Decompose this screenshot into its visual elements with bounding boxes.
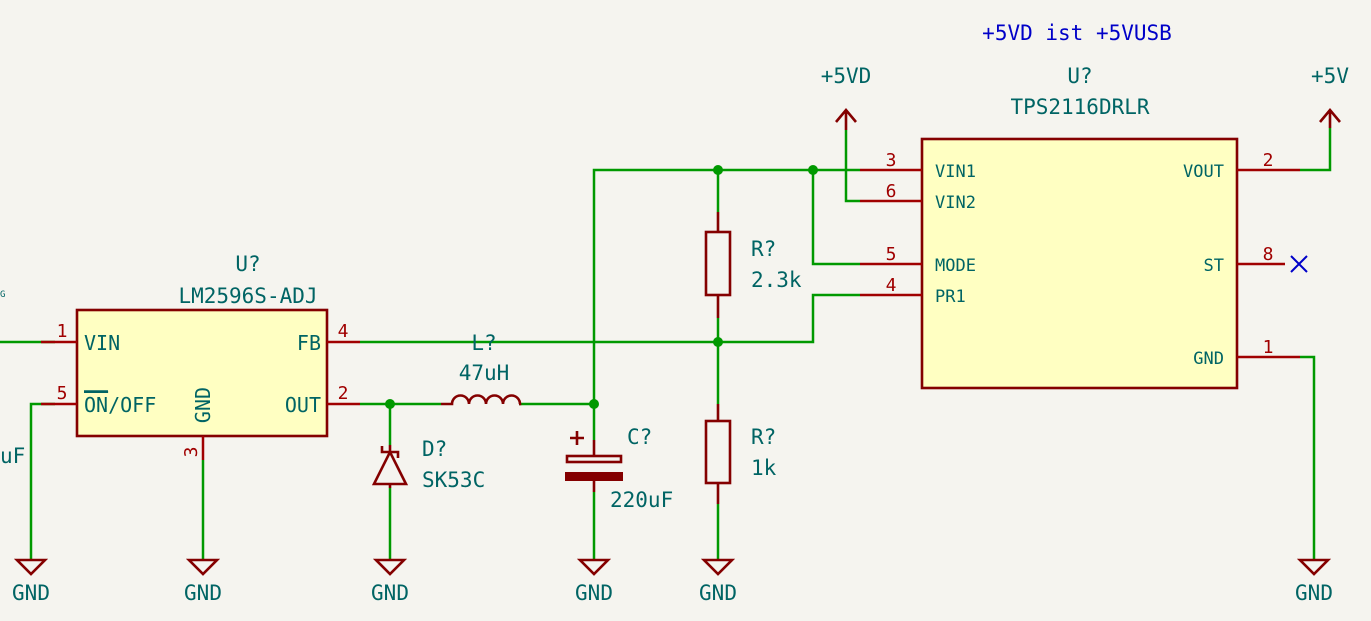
gnd-symbol-5[interactable]: GND (699, 558, 737, 605)
diode-symbol[interactable]: D? SK53C (371, 437, 485, 492)
ground-icon (576, 558, 612, 576)
diode-value: SK53C (422, 468, 485, 492)
tps2116-pin-mode-name: MODE (935, 256, 976, 276)
gnd-symbol-1[interactable]: GND (12, 558, 50, 605)
capacitor-plate-negative (565, 472, 623, 481)
lm2596-pin-out-number: 2 (338, 383, 349, 404)
lm2596-pin-vin-name: VIN (84, 331, 120, 355)
gnd-symbol-4[interactable]: GND (575, 558, 613, 605)
diode-ref: D? (422, 437, 447, 461)
tps2116-pin-gnd-name: GND (1193, 349, 1224, 369)
diode-cathode-bar (380, 446, 400, 458)
gnd-symbol-2[interactable]: GND (184, 558, 222, 605)
power-5vd-symbol[interactable]: +5VD (821, 64, 872, 130)
gnd-label: GND (575, 581, 613, 605)
tps2116-pin-vin2-number: 6 (886, 181, 897, 202)
edge-tiny-label: G (0, 290, 5, 300)
wires (0, 128, 1332, 560)
gnd-label: GND (184, 581, 222, 605)
tps2116-pin-vout-name: VOUT (1183, 162, 1224, 182)
tps2116-pin-vin2-name: VIN2 (935, 193, 976, 213)
resistor-bottom-value: 1k (751, 456, 777, 480)
tps2116-value: TPS2116DRLR (1010, 95, 1149, 119)
inductor-ref: L? (471, 331, 496, 355)
tps2116-pin-pr1-number: 4 (886, 275, 897, 296)
no-connect-icon (1290, 255, 1308, 273)
lm2596-pin-en-rest: /OFF (108, 393, 156, 417)
resistor-top-value: 2.3k (751, 268, 802, 292)
lm2596-value: LM2596S-ADJ (178, 284, 317, 308)
gnd-label: GND (699, 581, 737, 605)
diode-triangle (371, 449, 409, 486)
lm2596-pin-fb-number: 4 (338, 321, 349, 342)
inductor-symbol[interactable]: L? 47uH (441, 331, 522, 406)
lm2596-pin-vin-number: 1 (57, 321, 68, 342)
gnd-label: GND (371, 581, 409, 605)
gnd-symbol-3[interactable]: GND (371, 558, 409, 605)
edge-cap-value: uF (0, 444, 25, 468)
lm2596-pin-gnd-number: 3 (181, 447, 202, 458)
capacitor-plus-mark (570, 431, 584, 445)
power-5vd-label: +5VD (821, 64, 872, 88)
capacitor-ref: C? (627, 425, 652, 449)
tps2116-ref: U? (1067, 64, 1092, 88)
tps2116-pin-st-name: ST (1204, 256, 1224, 276)
resistor-bottom-ref: R? (751, 425, 776, 449)
lm2596-pin-en-name: ON/OFF (84, 393, 156, 417)
ground-icon (13, 558, 49, 576)
tps2116-pin-gnd-number: 1 (1263, 337, 1274, 358)
lm2596-pin-out-name: OUT (285, 393, 321, 417)
ground-icon (185, 558, 221, 576)
power-5v-symbol[interactable]: +5V (1311, 64, 1349, 128)
resistor-bottom-body (704, 419, 732, 485)
lm2596-symbol[interactable]: U? LM2596S-ADJ 1 VIN 5 ON/OFF 4 FB 2 OUT… (41, 252, 360, 460)
ground-icon (372, 558, 408, 576)
ground-icon (1296, 558, 1332, 576)
inductor-value: 47uH (459, 361, 510, 385)
capacitor-plate-positive (565, 454, 623, 464)
junctions (385, 165, 818, 409)
lm2596-pin-fb-name: FB (297, 331, 321, 355)
tps2116-body (920, 137, 1239, 390)
power-arrow-icon (1319, 107, 1341, 128)
tps2116-pin-vin1-name: VIN1 (935, 162, 976, 182)
tps2116-pin-mode-number: 5 (886, 244, 897, 265)
resistor-top-ref: R? (751, 237, 776, 261)
capacitor-symbol[interactable]: C? 220uF (565, 425, 673, 512)
resistor-bottom-symbol[interactable]: R? 1k (704, 404, 777, 504)
capacitor-value: 220uF (610, 488, 673, 512)
gnd-label: GND (1295, 581, 1333, 605)
tps2116-pin-st-number: 8 (1263, 244, 1274, 265)
ground-icon (700, 558, 736, 576)
lm2596-pin-gnd-name: GND (191, 387, 215, 423)
inductor-coil (441, 394, 522, 406)
tps2116-pin-vin1-number: 3 (886, 150, 897, 171)
tps2116-symbol[interactable]: U? TPS2116DRLR 3 VIN1 6 VIN2 5 MODE 4 PR… (860, 64, 1308, 390)
power-5v-label: +5V (1311, 64, 1349, 88)
annotation-text: +5VD ist +5VUSB (982, 21, 1172, 45)
tps2116-pin-vout-number: 2 (1263, 150, 1274, 171)
power-arrow-icon (835, 107, 857, 130)
lm2596-ref: U? (235, 252, 260, 276)
resistor-top-symbol[interactable]: R? 2.3k (704, 212, 802, 318)
gnd-symbol-6[interactable]: GND (1295, 558, 1333, 605)
lm2596-pin-en-overline: ON (84, 393, 108, 417)
resistor-top-body (704, 230, 732, 297)
tps2116-pin-pr1-name: PR1 (935, 287, 966, 307)
lm2596-pin-en-number: 5 (57, 383, 68, 404)
gnd-label: GND (12, 581, 50, 605)
